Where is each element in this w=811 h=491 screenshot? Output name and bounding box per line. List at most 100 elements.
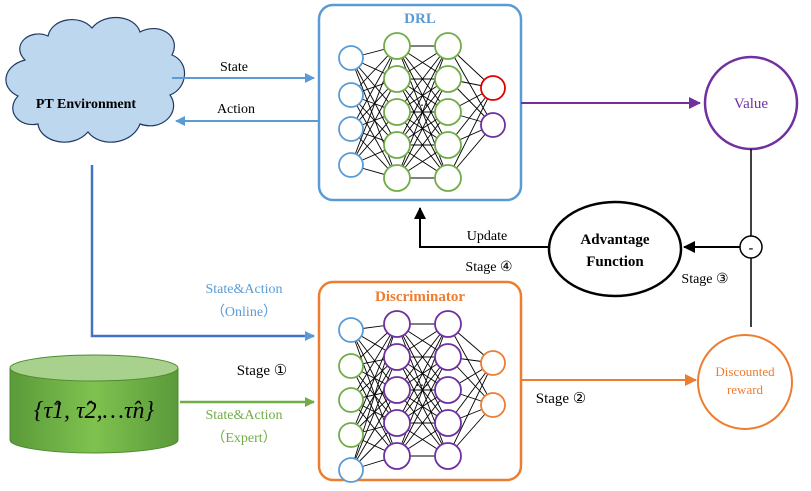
state-action-online-label-2: （Online） (211, 304, 277, 320)
disc-layer1-node (338, 387, 364, 413)
drl-connection (350, 57, 398, 179)
discriminator-title: Discriminator (375, 289, 465, 305)
advantage-function-node: Advantage Function (547, 200, 683, 298)
disc-connection (396, 323, 449, 424)
expert-database: {τ̂1, τ̂2,…τ̂n} (9, 354, 179, 454)
drl-panel: DRL … (317, 3, 523, 202)
minus-node: - (739, 149, 763, 327)
disc-connection (396, 323, 449, 391)
disc-layer3-node (434, 343, 462, 371)
discriminator-panel: Discriminator … (317, 280, 523, 483)
state-action-expert-label-1: State&Action (206, 408, 283, 423)
drl-layer2-node (383, 32, 411, 60)
disc-layer2-node (383, 442, 411, 470)
drl-layer4-node (480, 112, 506, 138)
drl-layer3-node (434, 65, 462, 93)
disc-layer3-node (434, 409, 462, 437)
advantage-label-line1: Advantage (580, 232, 650, 248)
update-arrow (414, 207, 549, 248)
stage1-label: Stage ① (237, 363, 288, 379)
drl-layer2-node (383, 164, 411, 192)
disc-connection (350, 356, 398, 471)
state-label: State (220, 60, 248, 75)
disc-layer4-node (480, 350, 506, 376)
value-label: Value (734, 96, 768, 112)
drl-connection (447, 45, 494, 126)
reward-label-line1: Discounted (715, 364, 775, 379)
disc-connection (350, 323, 398, 436)
stage4-label: Stage ④ (465, 260, 512, 275)
minus-symbol: - (749, 241, 754, 256)
advantage-ellipse (547, 200, 683, 298)
state-action-online-label-1: State&Action (206, 282, 283, 297)
database-top (9, 354, 179, 382)
drl-connection (350, 57, 398, 146)
ellipsis-dots: … (415, 95, 429, 110)
drl-connection (350, 94, 398, 179)
disc-connection (447, 362, 494, 457)
disc-connection (350, 389, 398, 471)
drl-neural-network: … (338, 32, 506, 192)
drl-connection (396, 45, 449, 179)
disc-layer1-node (338, 317, 364, 343)
drl-connection (350, 45, 398, 130)
disc-connection (396, 389, 449, 457)
drl-connection (447, 87, 494, 179)
pt-environment-cloud: PT Environment (5, 16, 186, 143)
drl-layer2-node (383, 98, 411, 126)
state-action-expert-label-2: （Expert） (211, 430, 276, 446)
discriminator-neural-network: … (338, 310, 506, 483)
drl-layer3-node (434, 164, 462, 192)
disc-connection (447, 323, 494, 406)
drl-layer2-node (383, 131, 411, 159)
stage3-label: Stage ③ (681, 272, 728, 287)
drl-connection (396, 78, 449, 179)
drl-layer1-node (338, 82, 364, 108)
drl-connection (350, 78, 398, 166)
disc-layer3-node (434, 310, 462, 338)
disc-layer2-node (383, 409, 411, 437)
drl-connection (396, 45, 449, 113)
cloud-icon (5, 16, 186, 143)
reward-circle (697, 334, 793, 430)
drl-layer1-node (338, 152, 364, 178)
drl-layer1-node (338, 45, 364, 71)
drl-connection (396, 45, 449, 146)
drl-layer3-node (434, 98, 462, 126)
disc-layer2-node (383, 343, 411, 371)
update-label: Update (467, 229, 507, 244)
disc-layer2-node (383, 376, 411, 404)
disc-connection (350, 329, 398, 457)
drl-layer3-node (434, 131, 462, 159)
disc-layer1-node (338, 422, 364, 448)
ellipsis-dots: … (415, 375, 429, 390)
disc-layer1-node (338, 353, 364, 379)
database-cylinder-icon (9, 368, 179, 454)
disc-connection (396, 323, 449, 457)
advantage-label-line2: Function (586, 254, 644, 270)
drl-connection (350, 45, 398, 166)
disc-layer3-node (434, 376, 462, 404)
disc-layer3-node (434, 442, 462, 470)
online-state-action-arrow (90, 165, 315, 341)
drl-title: DRL (404, 11, 436, 27)
disc-connection (396, 356, 449, 457)
drl-connection (396, 111, 449, 179)
expert-trajectories-label: {τ̂1, τ̂2,…τ̂n} (34, 398, 155, 424)
value-node: Value (703, 55, 799, 151)
stage2-label: Stage ② (536, 391, 587, 407)
action-label: Action (217, 102, 255, 117)
drl-layer4-node (480, 75, 506, 101)
disc-layer1-node (338, 457, 364, 483)
disc-connection (350, 329, 398, 424)
disc-connection (350, 323, 398, 401)
drl-layer1-node (338, 116, 364, 142)
disc-layer4-node (480, 392, 506, 418)
drl-layer2-node (383, 65, 411, 93)
reward-label-line2: reward (727, 382, 764, 397)
pt-environment-label: PT Environment (36, 97, 137, 112)
drl-layer3-node (434, 32, 462, 60)
reward-node: Discounted reward (697, 334, 793, 430)
disc-layer2-node (383, 310, 411, 338)
